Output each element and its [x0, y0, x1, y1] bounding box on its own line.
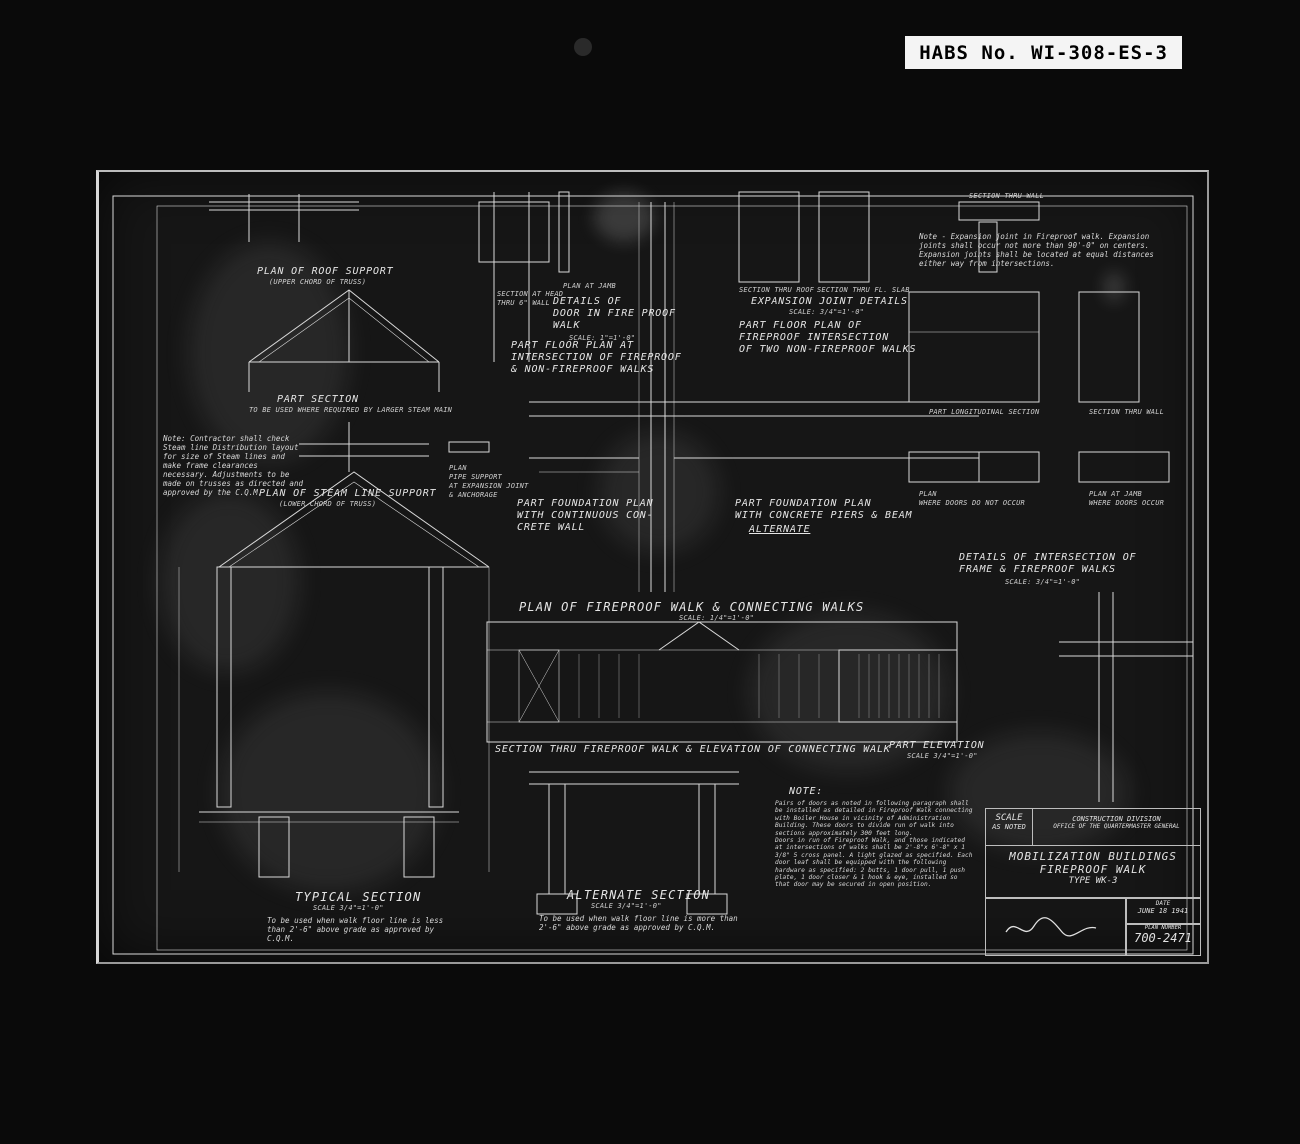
label-plan-fireproof-walk-scale: SCALE: 1/4"=1'-0" — [679, 614, 755, 622]
label-section-connecting: SECTION THRU FIREPROOF WALK & ELEVATION … — [495, 744, 891, 755]
label-alternate: ALTERNATE — [749, 524, 811, 535]
typical-section-note: To be used when walk floor line is less … — [267, 916, 448, 943]
label-part-foundation-b: PART FOUNDATION PLAN WITH CONCRETE PIERS… — [735, 498, 913, 521]
label-section-slab: SECTION THRU FL. SLAB — [817, 286, 910, 294]
division-cell: CONSTRUCTION DIVISION OFFICE OF THE QUAR… — [1032, 808, 1201, 846]
blueprint-sheet: PLAN OF ROOF SUPPORT (Upper chord of tru… — [96, 170, 1209, 964]
signature-cell — [985, 897, 1127, 956]
label-part-section-sub: To be used where required by larger stea… — [249, 406, 453, 414]
label-part-elevation: PART ELEVATION — [889, 740, 985, 751]
project-title: MOBILIZATION BUILDINGS — [1009, 850, 1177, 863]
label-plan-roof-support-sub: (Upper chord of truss) — [269, 278, 367, 286]
label-plan-roof-support: PLAN OF ROOF SUPPORT — [257, 266, 394, 277]
expansion-note: Note - Expansion joint in Fireproof walk… — [919, 232, 1159, 268]
subject-title: FIREPROOF WALK — [1039, 863, 1147, 876]
habs-number-label: HABS No. WI-308-ES-3 — [905, 36, 1182, 69]
label-part-floor-plan-a: PART FLOOR PLAN AT INTERSECTION OF FIREP… — [511, 340, 682, 375]
plan-number-cell: PLAN NUMBER 700-2471 — [1125, 923, 1201, 956]
label-details-door: DETAILS OF DOOR IN FIRE PROOF WALK — [553, 296, 676, 331]
label-section-thru-wall: SECTION THRU WALL — [969, 192, 1045, 200]
label-plan-no-doors: PLAN WHERE DOORS DO NOT OCCUR — [919, 490, 1025, 507]
label-section-roof: SECTION THRU ROOF — [739, 286, 815, 294]
label-details-intersection-scale: SCALE: 3/4"=1'-0" — [1005, 578, 1081, 586]
date-cell: DATE JUNE 18 1941 — [1125, 897, 1201, 925]
label-plan-fireproof-walk: PLAN OF FIREPROOF WALK & CONNECTING WALK… — [519, 600, 865, 614]
label-typical-section: TYPICAL SECTION — [295, 890, 422, 904]
signature — [1005, 917, 1097, 937]
tack-mark — [574, 38, 592, 56]
contractor-note: Note: Contractor shall check Steam line … — [163, 434, 308, 497]
label-part-floor-plan-b: PART FLOOR PLAN OF FIREPROOF INTERSECTIO… — [739, 320, 917, 355]
label-section-head: SECTION AT HEAD THRU 6" WALL — [497, 290, 564, 307]
label-plan-jamb: PLAN AT JAMB — [563, 282, 616, 290]
general-note-title: Note: — [789, 786, 824, 797]
label-details-door-scale: SCALE: 1"=1'-0" — [569, 334, 636, 342]
label-part-elevation-scale: SCALE 3/4"=1'-0" — [907, 752, 978, 760]
label-part-section: PART SECTION — [277, 394, 359, 405]
label-plan-steam-line-sub: (Lower chord of truss) — [279, 500, 377, 508]
label-part-longitudinal-section: PART LONGITUDINAL SECTION — [929, 408, 1040, 416]
type-title: TYPE WK-3 — [1068, 876, 1118, 886]
plan-number: 700-2471 — [1134, 931, 1192, 945]
label-expansion-joint-scale: SCALE: 3/4"=1'-0" — [789, 308, 865, 316]
drawing-linework — [112, 191, 1194, 955]
general-note: Pairs of doors as noted in following par… — [775, 800, 973, 889]
label-part-foundation-a: PART FOUNDATION PLAN WITH CONTINUOUS CON… — [517, 498, 654, 533]
label-plan-steam-line: PLAN OF STEAM LINE SUPPORT — [259, 488, 437, 499]
label-plan-pipe-support: PLAN PIPE SUPPORT AT EXPANSION JOINT & A… — [449, 464, 529, 499]
label-alternate-section: ALTERNATE SECTION — [567, 888, 711, 902]
label-plan-jamb-doors: PLAN AT JAMB WHERE DOORS OCCUR — [1089, 490, 1165, 507]
label-typical-section-scale: SCALE 3/4"=1'-0" — [313, 904, 384, 912]
title-block: SCALE AS NOTED CONSTRUCTION DIVISION OFF… — [985, 808, 1201, 956]
label-section-thru-wall-2: SECTION THRU WALL — [1089, 408, 1165, 416]
scale-cell: SCALE AS NOTED — [985, 808, 1033, 846]
project-cell: MOBILIZATION BUILDINGS FIREPROOF WALK TY… — [985, 845, 1201, 899]
label-details-intersection: DETAILS OF INTERSECTION OF FRAME & FIREP… — [959, 552, 1137, 575]
label-expansion-joint: EXPANSION JOINT DETAILS — [751, 296, 908, 307]
alternate-section-note: To be used when walk floor line is more … — [539, 914, 743, 932]
label-alternate-section-scale: SCALE 3/4"=1'-0" — [591, 902, 662, 910]
